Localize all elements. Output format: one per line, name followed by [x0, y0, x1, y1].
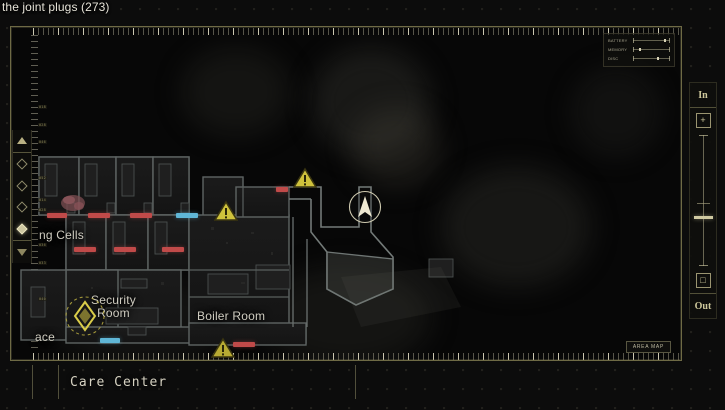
floor-up-button[interactable]	[12, 130, 32, 152]
diamond-filled-icon	[16, 223, 28, 235]
zoom-control[interactable]: In + □ Out	[689, 82, 717, 319]
status-track-battery	[633, 38, 670, 43]
zoom-slider-handle[interactable]	[693, 216, 713, 220]
door-marker-locked[interactable]	[74, 247, 96, 252]
ruler-tick-label: 028	[38, 123, 47, 127]
divider	[13, 240, 31, 242]
zoom-minus-button[interactable]: □	[695, 273, 711, 288]
status-knob-memory	[638, 48, 641, 51]
door-marker-locked[interactable]	[162, 247, 184, 252]
divider	[690, 107, 716, 108]
door-marker-locked[interactable]	[47, 213, 67, 218]
status-row-disc: DISC	[608, 55, 670, 62]
triangle-down-icon	[17, 248, 27, 256]
divider	[13, 151, 31, 153]
triangle-up-icon	[17, 137, 27, 145]
player-position-marker	[348, 190, 382, 224]
zoom-plus-button[interactable]: +	[695, 113, 711, 128]
door-marker-locked[interactable]	[276, 187, 288, 192]
divider-vertical	[32, 365, 33, 399]
status-label-memory: MEMORY	[608, 46, 628, 52]
door-marker-unlocked[interactable]	[176, 213, 198, 218]
hazard-warning-icon[interactable]	[292, 167, 318, 189]
hazard-warning-icon[interactable]	[210, 337, 236, 359]
door-marker-locked[interactable]	[88, 213, 110, 218]
ruler-tick-label: 040	[38, 297, 47, 301]
map-ruler-bottom	[33, 353, 679, 360]
sidebar-item-floor-4[interactable]	[12, 153, 32, 175]
room-label-furnace: ace	[35, 330, 55, 344]
diamond-icon	[16, 158, 28, 170]
hazard-warning-icon[interactable]	[213, 200, 239, 222]
ruler-tick-label: 014	[38, 198, 47, 202]
room-label-security-room: Security Room	[91, 293, 136, 320]
track-tick-right	[669, 47, 670, 52]
door-marker-locked[interactable]	[114, 247, 136, 252]
zoom-out-button[interactable]: Out	[694, 300, 712, 312]
track-tick-right	[669, 38, 670, 43]
save-point-marker[interactable]	[64, 295, 106, 337]
diamond-icon	[16, 201, 28, 214]
map-frame[interactable]: ng Cells Security Room Boiler Room ace	[10, 26, 682, 361]
ruler-tick-label: 052	[38, 176, 47, 180]
ruler-tick-label: 018	[38, 105, 47, 109]
sidebar-item-floor-3[interactable]	[12, 175, 32, 197]
status-label-battery: BATTERY	[608, 37, 628, 43]
floor-down-button[interactable]	[12, 241, 32, 263]
status-label-disc: DISC	[608, 55, 619, 61]
map-ruler-left	[31, 35, 38, 352]
zoom-in-button[interactable]: In	[698, 89, 708, 101]
room-label-holding-cells: ng Cells	[39, 228, 84, 242]
divider	[690, 293, 716, 294]
area-name-bar: Care Center	[10, 363, 682, 403]
sidebar-item-floor-2[interactable]	[12, 196, 32, 218]
zoom-slider-track[interactable]	[693, 135, 713, 266]
track-tick-right	[669, 56, 670, 61]
room-label-boiler-room: Boiler Room	[197, 309, 266, 323]
ruler-tick-label: 046	[38, 140, 47, 144]
track-tick-left	[633, 47, 634, 52]
area-map-badge: AREA MAP	[625, 341, 671, 353]
status-track-disc	[633, 56, 670, 61]
sidebar-item-floor-1-selected[interactable]	[12, 218, 32, 240]
ruler-tick-label: 033	[38, 261, 47, 265]
door-marker-unlocked[interactable]	[100, 338, 120, 343]
divider-vertical	[58, 365, 59, 399]
divider-vertical	[355, 365, 356, 399]
map-geometry	[20, 156, 461, 346]
status-row-memory: MEMORY	[608, 46, 670, 53]
subtitle-caption: the joint plugs (273)	[2, 0, 110, 14]
ruler-tick-label: 036	[38, 243, 47, 247]
slider-cap-bottom	[698, 265, 708, 266]
status-row-battery: BATTERY	[608, 37, 670, 44]
ruler-tick-label: 028	[38, 208, 47, 212]
door-marker-locked[interactable]	[233, 342, 255, 347]
slider-cap-top	[698, 135, 708, 136]
device-status-panel: BATTERY MEMORY DISC	[603, 33, 675, 67]
zoom-slider-tick	[696, 203, 710, 205]
current-area-name: Care Center	[70, 375, 168, 390]
diamond-icon	[16, 179, 28, 192]
status-track-memory	[633, 47, 670, 52]
door-marker-locked[interactable]	[130, 213, 152, 218]
floor-selector[interactable]	[12, 130, 32, 263]
map-ruler-top	[33, 28, 679, 35]
track-tick-left	[633, 38, 634, 43]
status-knob-battery	[664, 39, 667, 42]
status-knob-disc	[657, 57, 660, 60]
track-tick-left	[633, 56, 634, 61]
